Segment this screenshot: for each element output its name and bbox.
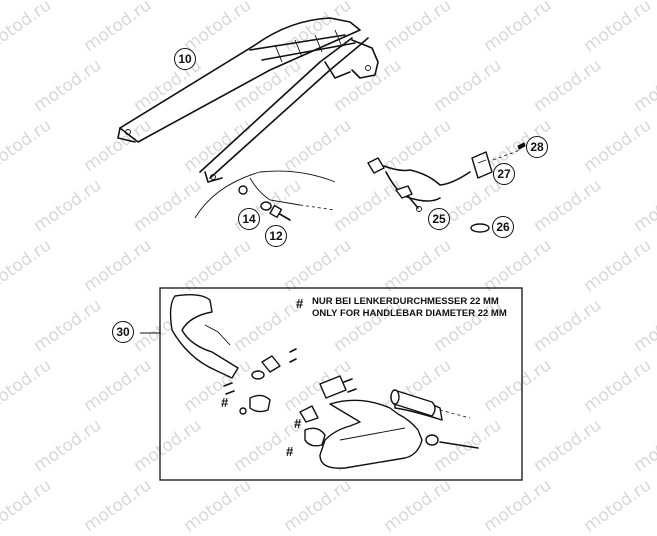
- callout-25: 25: [428, 208, 450, 230]
- callout-28: 28: [526, 136, 548, 158]
- handguard-kit-box: [159, 287, 523, 481]
- callout-14: 14: [238, 208, 260, 230]
- callout-10: 10: [174, 48, 196, 70]
- hash-mark: #: [286, 444, 294, 459]
- screw-part: [269, 204, 291, 221]
- hash-mark: #: [221, 395, 229, 410]
- diagram-drawing: [117, 17, 526, 481]
- handlebar-end-part: [390, 389, 436, 417]
- callout-30: 30: [112, 321, 134, 343]
- note-line-en: ONLY FOR HANDLEBAR DIAMETER 22 MM: [312, 308, 507, 319]
- hash-mark: #: [294, 416, 302, 431]
- callout-26: 26: [492, 216, 514, 238]
- callout-27: 27: [493, 163, 515, 185]
- wiring-harness-part: [367, 142, 526, 212]
- left-handguard-part: [169, 293, 297, 415]
- note-line-de: NUR BEI LENKERDURCHMESSER 22 MM: [312, 296, 499, 307]
- callout-12: 12: [265, 225, 287, 247]
- fender-outline: [194, 170, 336, 219]
- right-handguard-part: [299, 375, 479, 469]
- grommet-part: [470, 223, 490, 233]
- rear-rack-part: [117, 17, 379, 183]
- note-hash-marker: #: [296, 296, 304, 311]
